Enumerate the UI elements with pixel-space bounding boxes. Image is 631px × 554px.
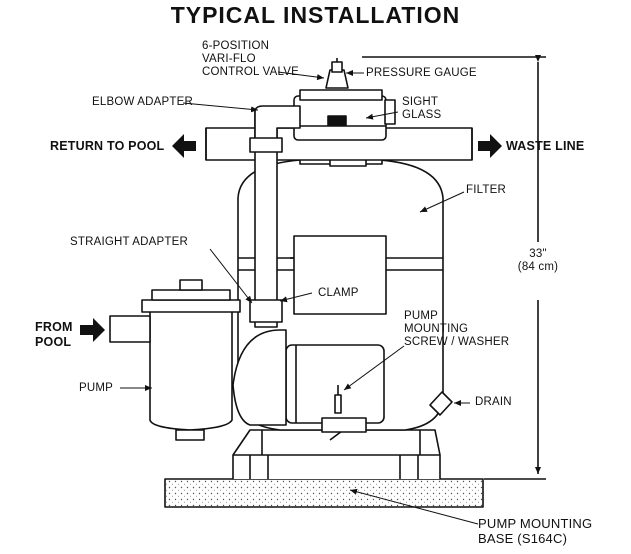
waste-arrow	[478, 134, 502, 158]
straight-adapter-label: STRAIGHT ADAPTER	[70, 236, 189, 248]
drain	[429, 391, 453, 416]
control-valve-label: 6-POSITION VARI-FLO CONTROL VALVE	[202, 40, 299, 79]
from-pool-label-line1: FROM	[35, 320, 73, 334]
waste-line-label: WASTE LINE	[506, 139, 585, 153]
pump-mounting-screw-line3: SCREW / WASHER	[404, 336, 510, 348]
height-inches: 33"	[529, 248, 547, 260]
pump	[149, 303, 233, 431]
pressure-gauge-label: PRESSURE GAUGE	[366, 67, 477, 79]
control-valve-label-line3: CONTROL VALVE	[202, 66, 299, 78]
pump-mounting-screw-line1: PUMP	[404, 310, 439, 322]
from-pool-label-line2: POOL	[35, 335, 72, 349]
pump-mounting-base-line2: BASE (S164C)	[478, 531, 568, 546]
pressure-gauge	[325, 69, 349, 89]
return-to-pool-label: RETURN TO POOL	[50, 139, 165, 153]
control-valve-label-line1: 6-POSITION	[202, 40, 270, 52]
clamp-label: CLAMP	[318, 287, 359, 299]
clamp	[293, 235, 387, 315]
straight-adapter	[249, 299, 283, 323]
return-arrow	[172, 134, 196, 158]
elbow-adapter-label: ELBOW ADAPTER	[92, 96, 194, 108]
pump-mounting-screw-line2: MOUNTING	[404, 323, 469, 335]
from-pool-label: FROM POOL	[35, 320, 73, 350]
inlet-arrow	[80, 318, 105, 342]
pump-label: PUMP	[79, 382, 114, 394]
height-dimension-label: 33" (84 cm)	[517, 248, 559, 274]
sight-glass-label-line1: SIGHT	[402, 96, 439, 108]
sight-glass-label: SIGHT GLASS	[402, 96, 441, 122]
diagram-title: TYPICAL INSTALLATION	[170, 2, 461, 28]
filter-label: FILTER	[466, 184, 506, 196]
pump-mounting-base-line1: PUMP MOUNTING	[478, 516, 593, 531]
height-cm: (84 cm)	[517, 261, 559, 273]
inlet-pipe	[109, 315, 151, 343]
pump-mounting-screw-label: PUMP MOUNTING SCREW / WASHER	[404, 310, 509, 349]
pump-mounting-base-label: PUMP MOUNTING BASE (S164C)	[478, 516, 592, 546]
sight-glass-label-line2: GLASS	[402, 109, 442, 121]
concrete-slab	[164, 478, 484, 508]
control-valve-label-line2: VARI-FLO	[202, 53, 256, 65]
drain-label: DRAIN	[475, 396, 512, 408]
